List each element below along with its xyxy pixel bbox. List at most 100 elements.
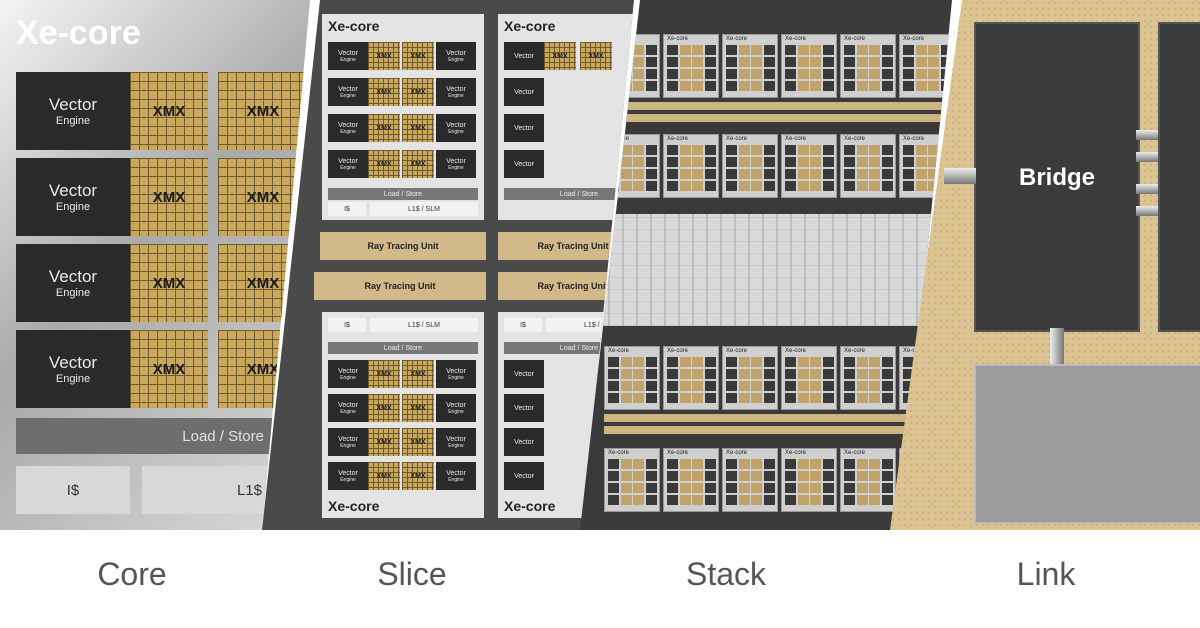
stack-vector-cell bbox=[785, 483, 796, 493]
stack-vector-cell bbox=[645, 459, 657, 469]
icache-box: I$ bbox=[328, 318, 366, 332]
stack-vector-cell bbox=[844, 381, 855, 391]
stack-xmx-cell bbox=[679, 381, 691, 391]
stack-xmx-cell bbox=[692, 57, 703, 67]
stack-xmx-cell bbox=[738, 145, 750, 155]
stack-vector-cell bbox=[881, 69, 893, 79]
stack-vector-cell bbox=[726, 145, 737, 155]
stack-vector-cell bbox=[881, 393, 893, 403]
stack-vector-cell bbox=[704, 471, 716, 481]
stack-xmx-cell bbox=[751, 181, 762, 191]
vector-engine-label: Vector bbox=[48, 267, 98, 286]
xmx-label: XMX bbox=[246, 274, 280, 292]
stack-xmx-cell bbox=[738, 57, 750, 67]
stack-vector-cell bbox=[704, 495, 716, 505]
stack-vector-cell bbox=[726, 381, 737, 391]
stack-xmx-cell bbox=[633, 471, 644, 481]
stack-xmx-cell bbox=[928, 181, 939, 191]
stack-xmx-cell bbox=[856, 145, 868, 155]
stack-xmx-cell bbox=[692, 45, 703, 55]
stack-vector-cell bbox=[667, 145, 678, 155]
stack-xmx-cell bbox=[810, 483, 821, 493]
xe-core-label: Xe-core bbox=[785, 136, 807, 142]
stack-xmx-cell bbox=[869, 393, 880, 403]
stack-xmx-cell bbox=[692, 145, 703, 155]
stack-vector-cell bbox=[903, 45, 914, 55]
stack-xmx-cell bbox=[856, 69, 868, 79]
xmx-unit: XMX bbox=[218, 72, 308, 150]
stack-vector-cell bbox=[844, 145, 855, 155]
load-store-bar: Load / Store bbox=[328, 342, 478, 354]
stack-xmx-cell bbox=[692, 369, 703, 379]
xe-core-label: Xe-core bbox=[667, 450, 689, 456]
stack-xmx-cell bbox=[797, 459, 809, 469]
connector bbox=[1136, 184, 1158, 194]
stack-vector-cell bbox=[726, 57, 737, 67]
xmx-unit: XMX bbox=[402, 462, 434, 490]
stack-xmx-cell bbox=[679, 69, 691, 79]
stack-vector-cell bbox=[763, 381, 775, 391]
stack-xmx-cell bbox=[620, 381, 632, 391]
stack-xmx-cell bbox=[679, 459, 691, 469]
stack-vector-cell bbox=[785, 157, 796, 167]
stack-vector-cell bbox=[763, 483, 775, 493]
stack-vector-cell bbox=[785, 471, 796, 481]
stack-xmx-cell bbox=[797, 393, 809, 403]
stack-xmx-cell bbox=[738, 381, 750, 391]
stack-xmx-cell bbox=[620, 459, 632, 469]
vector-engine: Vector Engine bbox=[16, 330, 130, 408]
xe-core-label: Xe-core bbox=[844, 348, 866, 354]
icache-label: I$ bbox=[66, 481, 80, 499]
stack-xmx-cell bbox=[679, 495, 691, 505]
stack-vector-cell bbox=[704, 181, 716, 191]
stack-xmx-cell bbox=[620, 393, 632, 403]
stack-xmx-cell bbox=[856, 357, 868, 367]
stack-vector-cell bbox=[785, 145, 796, 155]
stack-vector-cell bbox=[881, 369, 893, 379]
stack-vector-cell bbox=[645, 357, 657, 367]
vector-engine: Vector bbox=[504, 42, 544, 70]
xmx-label: XMX bbox=[246, 188, 280, 206]
stack-xmx-cell bbox=[692, 483, 703, 493]
stack-vector-cell bbox=[903, 69, 914, 79]
stack-vector-cell bbox=[667, 495, 678, 505]
stack-xmx-cell bbox=[869, 45, 880, 55]
stack-vector-cell bbox=[763, 357, 775, 367]
load-store-label: Load / Store bbox=[182, 427, 264, 445]
stack-xmx-cell bbox=[692, 495, 703, 505]
stack-vector-cell bbox=[822, 495, 834, 505]
stack-xmx-cell bbox=[633, 45, 644, 55]
stack-vector-cell bbox=[844, 81, 855, 91]
stack-xmx-cell bbox=[797, 357, 809, 367]
stack-xe-core-tile: Xe-core bbox=[604, 448, 660, 512]
xe-core-label: Xe-core bbox=[328, 18, 380, 34]
stack-xmx-cell bbox=[928, 169, 939, 179]
xmx-unit: XMX bbox=[402, 428, 434, 456]
stack-vector-cell bbox=[667, 483, 678, 493]
stack-vector-cell bbox=[645, 369, 657, 379]
stack-xmx-cell bbox=[810, 169, 821, 179]
xmx-unit: XMX bbox=[368, 394, 400, 422]
stack-xmx-cell bbox=[856, 495, 868, 505]
core-panel: Xe-core Vector Engine XMX XMX Vector Eng… bbox=[0, 0, 310, 530]
stack-xmx-cell bbox=[751, 69, 762, 79]
stack-vector-cell bbox=[844, 157, 855, 167]
stack-vector-cell bbox=[726, 45, 737, 55]
stack-vector-cell bbox=[844, 45, 855, 55]
vector-engine: Vector bbox=[504, 394, 544, 422]
stack-xmx-cell bbox=[810, 81, 821, 91]
stack-xmx-cell bbox=[915, 157, 927, 167]
stack-vector-cell bbox=[844, 169, 855, 179]
stack-xmx-cell bbox=[810, 393, 821, 403]
xmx-unit: XMX bbox=[130, 244, 208, 322]
caption-core: Core bbox=[97, 556, 167, 592]
stack-vector-cell bbox=[940, 69, 952, 79]
stack-xmx-cell bbox=[679, 157, 691, 167]
l1-slm-box: L1$ / SLM bbox=[370, 318, 478, 332]
stack-xe-core-tile: Xe-core bbox=[781, 346, 837, 410]
stack-xmx-cell bbox=[692, 393, 703, 403]
compute-tile bbox=[974, 364, 1200, 524]
